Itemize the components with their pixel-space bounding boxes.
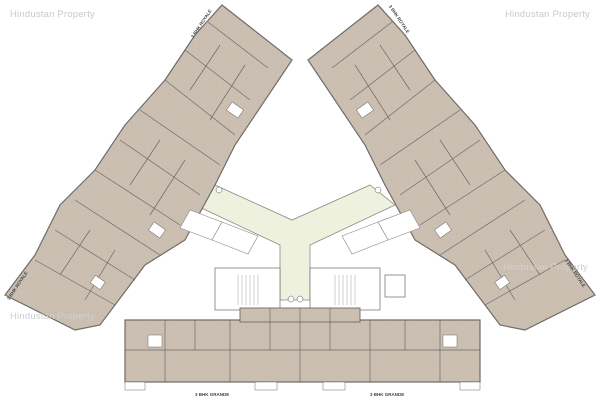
core-stairs [214,267,406,311]
central-corridor [194,184,396,303]
unit-label: 3 BHK GRANDE [370,392,405,397]
left-wing [4,4,293,331]
unit-label: 3 BHK GRANDE [195,392,230,397]
watermark-text: Hindustan Property [505,9,590,20]
right-wing [307,4,596,331]
terraces [179,209,421,255]
bottom-block [124,307,481,391]
watermark-text: Hindustan Property [503,262,588,273]
watermark-text: Hindustan Property [10,9,95,20]
watermark-text: Hindustan Property [10,311,95,322]
